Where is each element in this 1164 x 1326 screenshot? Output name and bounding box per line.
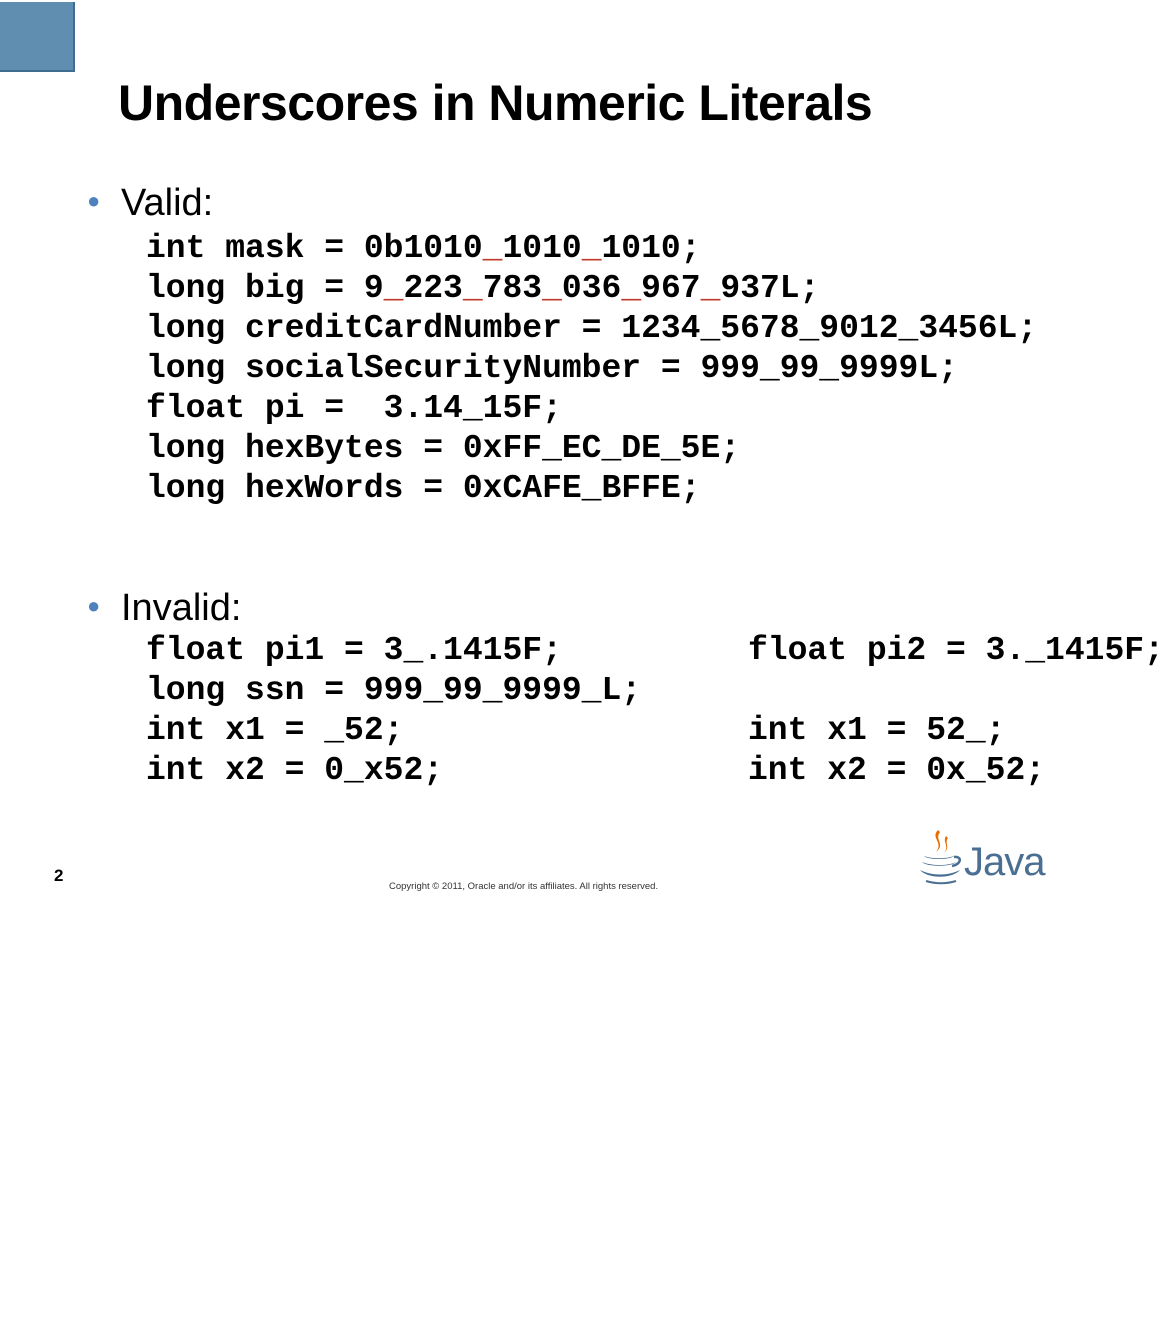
valid-code-line: int mask = 0b1010_1010_1010; xyxy=(146,229,1037,269)
highlighted-underscore: _ xyxy=(581,230,602,267)
code-segment: 937L; xyxy=(720,270,820,307)
valid-code-line: float pi = 3.14_15F; xyxy=(146,389,1037,429)
invalid-code-right: float pi2 = 3._1415F;int x1 = 52_;int x2… xyxy=(748,631,1164,791)
code-segment: float pi = 3.14_15F; xyxy=(146,390,562,427)
valid-bullet: ● Valid: xyxy=(87,182,213,225)
invalid-code-line: int x2 = 0_x52; xyxy=(146,752,444,789)
slide: Underscores in Numeric Literals ●Valid: … xyxy=(0,2,1164,892)
invalid-code-line: int x1 = _52; xyxy=(146,712,404,749)
valid-code-block: int mask = 0b1010_1010_1010;long big = 9… xyxy=(146,229,1037,509)
valid-code-line: long creditCardNumber = 1234_5678_9012_3… xyxy=(146,309,1037,349)
highlighted-underscore: _ xyxy=(621,270,642,307)
code-segment: 1010 xyxy=(502,230,582,267)
invalid-bullet: ● Invalid: xyxy=(87,587,241,630)
invalid-code-left: float pi1 = 3_.1415F;long ssn = 999_99_9… xyxy=(146,631,641,791)
java-logo: Java xyxy=(916,826,1045,888)
highlighted-underscore: _ xyxy=(700,270,721,307)
copyright-notice: Copyright © 2011, Oracle and/or its affi… xyxy=(389,881,659,892)
highlighted-underscore: _ xyxy=(383,270,404,307)
code-segment: 036 xyxy=(561,270,622,307)
invalid-code-line: float pi1 = 3_.1415F; xyxy=(146,632,562,669)
code-segment: long big = 9 xyxy=(146,270,384,307)
code-segment: long hexBytes = 0xFF_EC_DE_5E; xyxy=(146,430,741,467)
highlighted-underscore: _ xyxy=(482,230,503,267)
valid-label: Valid: xyxy=(121,182,214,224)
code-segment: 223 xyxy=(403,270,463,307)
bullet-dot-icon: ● xyxy=(87,592,101,618)
highlighted-underscore: _ xyxy=(462,270,483,307)
logo-wordmark: Java xyxy=(964,840,1045,884)
page-number: 2 xyxy=(54,866,64,885)
invalid-code-line: long ssn = 999_99_9999_L; xyxy=(146,672,642,709)
bullet-dot-icon: ● xyxy=(87,187,101,213)
code-segment: int mask = 0b1010 xyxy=(146,230,483,267)
invalid-code-line: int x2 = 0x_52; xyxy=(748,752,1046,789)
code-segment: long socialSecurityNumber = 999_99_9999L… xyxy=(146,350,958,387)
corner-accent-square xyxy=(0,2,75,72)
valid-code-line: long hexBytes = 0xFF_EC_DE_5E; xyxy=(146,429,1037,469)
invalid-label: Invalid: xyxy=(121,587,242,629)
highlighted-underscore: _ xyxy=(542,270,562,307)
valid-code-line: long socialSecurityNumber = 999_99_9999L… xyxy=(146,349,1037,389)
invalid-code-line: int x1 = 52_; xyxy=(748,712,1006,749)
valid-code-line: long big = 9_223_783_036_967_937L; xyxy=(146,269,1037,309)
java-coffee-cup-icon xyxy=(920,830,961,885)
invalid-code-line xyxy=(748,671,1164,711)
invalid-code-line: float pi2 = 3._1415F; xyxy=(748,632,1164,669)
code-segment: 783 xyxy=(482,270,543,307)
code-segment: long hexWords = 0xCAFE_BFFE; xyxy=(146,470,701,507)
code-segment: long creditCardNumber = 1234_5678_9012_3… xyxy=(146,310,1038,347)
slide-title: Underscores in Numeric Literals xyxy=(118,75,873,131)
code-segment: 1010; xyxy=(601,230,701,267)
code-segment: 967 xyxy=(641,270,701,307)
valid-code-line: long hexWords = 0xCAFE_BFFE; xyxy=(146,469,1037,509)
